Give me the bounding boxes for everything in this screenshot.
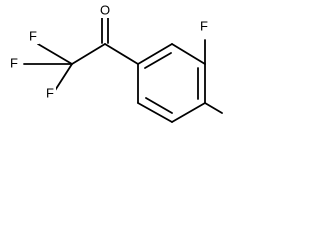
- atom-label-fluorine-top: F: [29, 28, 37, 43]
- bond-methyl: [204, 102, 223, 114]
- bond-carbonyl-ring: [104, 43, 139, 65]
- bond-cf3-f-top: [37, 43, 73, 65]
- atom-label-fluorine-left: F: [10, 55, 18, 70]
- atom-labels: O F F F F: [8, 2, 210, 101]
- ring-bond-2: [171, 43, 206, 65]
- chemical-structure: O F F F F: [8, 2, 223, 123]
- bond-cf3-carbonyl: [71, 43, 106, 65]
- atom-label-fluorine-bottom: F: [46, 85, 54, 100]
- atom-label-fluorine-ring: F: [200, 18, 208, 33]
- atom-label-carbonyl-oxygen: O: [100, 2, 110, 17]
- ring-bond-4: [171, 102, 206, 123]
- ring-inner-bond-1: [144, 52, 172, 69]
- ring-bond-1: [137, 43, 173, 65]
- bonds: [23, 17, 223, 123]
- bond-cf3-f-bottom: [53, 63, 73, 93]
- ring-bond-5: [137, 102, 173, 123]
- ring-inner-bond-3: [145, 97, 173, 114]
